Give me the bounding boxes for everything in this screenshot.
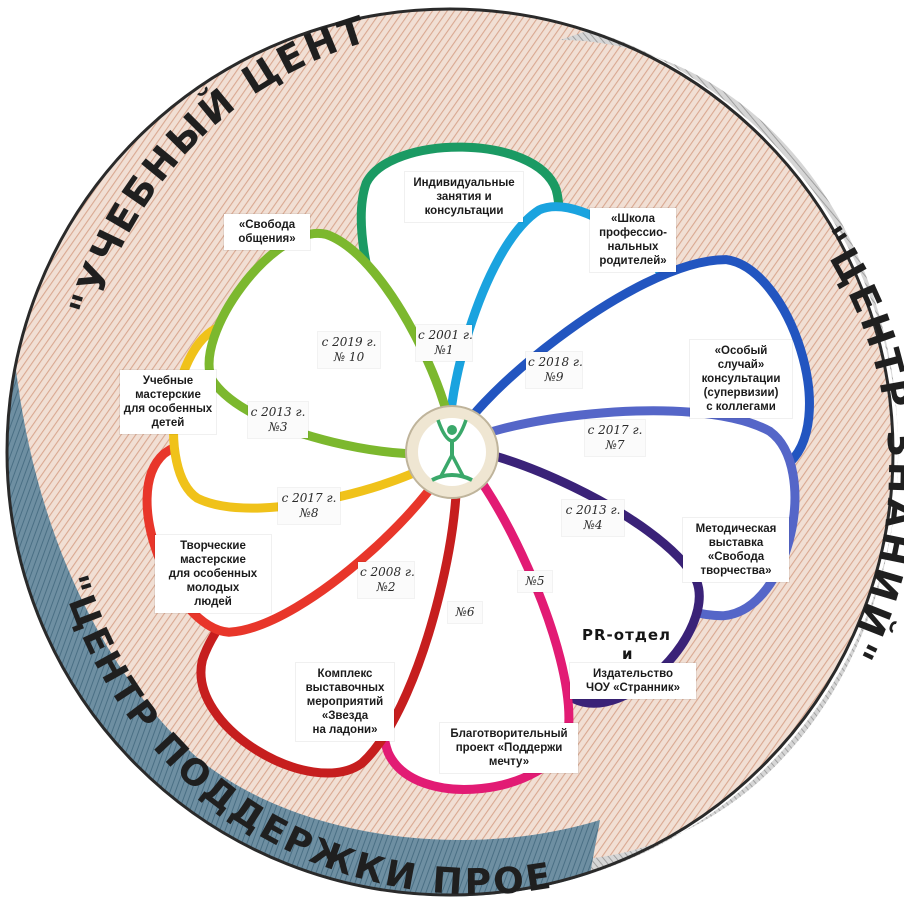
ring-project-support [8,370,601,897]
petal-label-line: общения» [238,233,296,245]
petal-year: с 2017 г. [587,423,643,437]
petal-year: с 2018 г. [528,355,583,369]
petal-number-individual: с 2001 г.№1 [416,325,473,361]
petal-number-pr: №5 [518,571,552,592]
petal-year: с 2001 г. [418,328,473,342]
petal-number-charity: №6 [448,602,482,623]
petal-label-creative: Творческие мастерские для особенных молодых… [155,535,271,613]
petal-label-freedom: «Свобода общения» [224,214,310,250]
petal-label-line: Комплекс [317,668,373,680]
petal-number: №3 [268,420,288,434]
petal-label-line: случай» [717,359,765,371]
petal-number: №1 [434,343,454,357]
petal-year: с 2013 г. [250,405,306,419]
petal-label-line: Творческие [180,540,246,552]
petal-label-line: (супервизии) [703,387,779,399]
petal-label-line: мероприятий [306,696,384,708]
petal-label-school: «Школа профессио-нальных родителей» [590,208,676,272]
petal-label-line: «Школа [611,213,655,225]
petal-number-school: с 2018 г.№9 [526,352,583,388]
petal-label-line: выставка [708,537,764,549]
petal-number-workshops: с 2013 г.№3 [248,402,308,438]
petal-label-line: профессио- [599,227,667,239]
petal-label-complex: Комплекс выставочных мероприятий «Звезда на … [296,663,394,741]
petal-label-special: «Особый случай» консультации (супервизии) с … [690,340,792,418]
petal-label-line: выставочных [305,682,385,694]
petal-label-workshops: Учебные мастерские для особенных детей [120,370,216,434]
petal-number: №8 [299,506,319,520]
petal-number: №9 [544,370,564,384]
outer-circle-outline [5,7,895,897]
petal-number: № 10 [333,350,365,364]
petal-label-line: на ладони» [312,724,378,736]
petal-label-line: для особенных [123,403,213,415]
petal-label-line: Благотворительный [450,728,568,740]
petal-label-individual: Индивидуальные занятия и консультации [405,172,523,222]
petal-label-line: мечту» [488,756,530,768]
petal-label-line: ЧОУ «Странник» [586,682,680,694]
petal-label-line: «Особый [714,345,768,357]
petal-label-method: Методическая выставка «Свобода творчества» [683,518,789,582]
petal-label-line: с коллегами [706,401,776,413]
petal-number: №2 [376,580,396,594]
petal-label-line: занятия и [436,191,492,203]
petal-label-line: консультации [424,205,504,217]
petal-label-line: нальных [607,241,659,253]
figure-emblem-icon [431,419,473,482]
petal-label-line: Издательство [592,668,674,680]
petal-year: с 2017 г. [281,491,337,505]
petal-number-complex: с 2008 г.№2 [358,562,415,598]
petal-number: №5 [525,574,545,588]
petal-label-charity: Благотворительный проект «Поддержи мечту» [440,723,578,773]
petal-number: №6 [455,605,475,619]
pr-and-text: и [622,645,633,663]
petal-year: с 2013 г. [565,503,621,517]
petal-label-line: консультации [701,373,781,385]
petal-label-line: «Свобода [238,219,296,231]
petal-label-line: Учебные [142,375,194,387]
petal-label-line: родителей» [599,255,667,267]
petals-group [142,142,814,794]
petal-label-line: людей [194,596,232,608]
petal-label-line: Методическая [695,523,777,535]
petal-number: №7 [605,438,625,452]
petal-year: с 2008 г. [360,565,415,579]
petal-label-line: проект «Поддержи [455,742,563,754]
petal-number-creative: с 2017 г.№8 [278,488,340,524]
petal-label-line: молодых [186,582,240,594]
center-emblem [405,405,499,499]
petal-label-line: мастерские [180,554,246,566]
petal-number: №4 [583,518,603,532]
petal-label-line: детей [151,417,185,429]
pr-department-text: PR-отдел [582,626,672,644]
petal-label-line: для особенных [168,568,258,580]
petal-label-line: «Свобода [707,551,765,563]
petal-number-freedom: с 2019 г.№ 10 [318,332,380,368]
petal-number-method: с 2013 г.№4 [562,500,624,536]
petal-label-line: мастерские [135,389,201,401]
petal-label-line: творчества» [700,565,772,577]
petal-year: с 2019 г. [321,335,377,349]
petal-label-line: «Звезда [321,710,369,722]
petal-label-line: Индивидуальные [413,177,515,189]
petal-number-special: с 2017 г.№7 [585,420,645,456]
